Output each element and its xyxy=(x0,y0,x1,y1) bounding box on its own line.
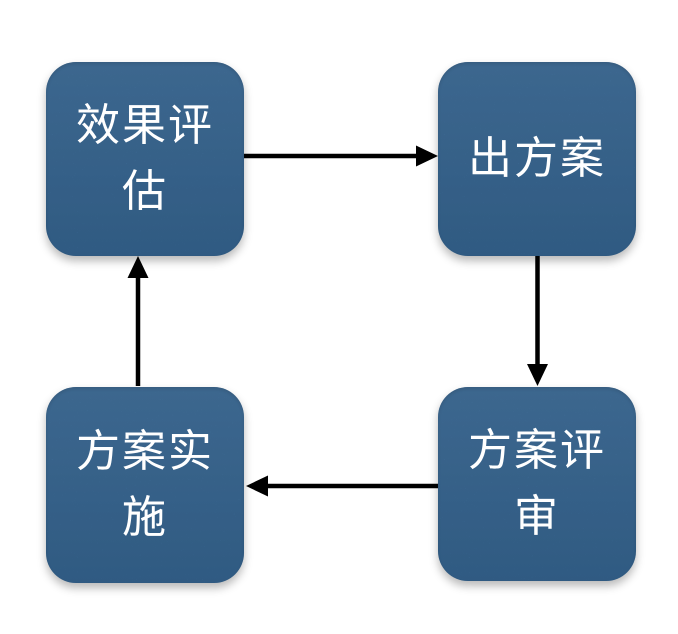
node-label: 效果评估 xyxy=(76,101,214,216)
node-plan-review: 方案评审 xyxy=(438,387,636,581)
node-label: 出方案 xyxy=(468,134,606,183)
node-effect-evaluation: 效果评估 xyxy=(46,62,244,256)
arrow-head-left-icon xyxy=(246,475,268,497)
arrow-produce-plan-to-plan-review xyxy=(527,256,548,386)
node-produce-plan: 出方案 xyxy=(438,62,636,256)
node-label: 方案评审 xyxy=(468,426,606,541)
arrow-effect-evaluation-to-produce-plan xyxy=(244,145,438,167)
arrow-plan-review-to-plan-implementation xyxy=(246,475,438,497)
arrow-head-down-icon xyxy=(527,364,548,386)
arrow-plan-implementation-to-effect-evaluation xyxy=(127,256,149,386)
arrow-head-right-icon xyxy=(416,145,438,167)
node-label: 方案实施 xyxy=(76,427,214,542)
node-plan-implementation: 方案实施 xyxy=(46,387,244,583)
arrow-head-up-icon xyxy=(127,256,149,278)
